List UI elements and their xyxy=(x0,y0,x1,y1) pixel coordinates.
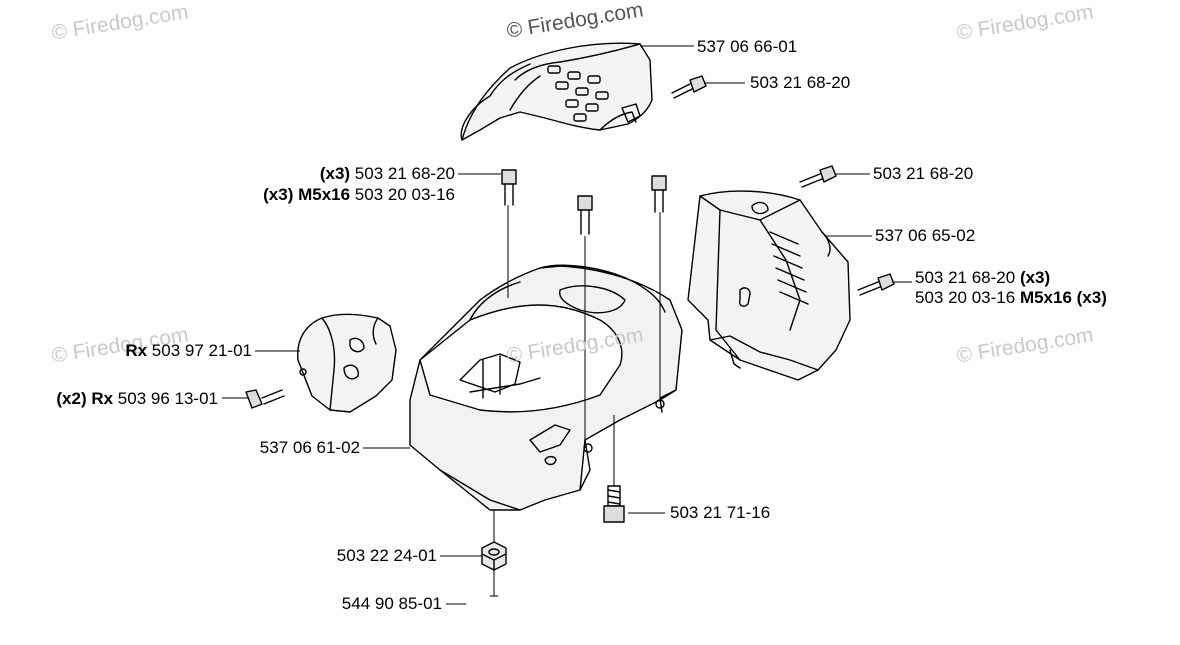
label-right-screws-a-qty: (x3) xyxy=(1019,268,1051,287)
label-right-cover: 537 06 65-02 xyxy=(875,226,976,245)
label-left-cup-prefix: Rx xyxy=(125,341,148,360)
right-cover-part xyxy=(687,190,851,381)
label-right-screws-b-part: 503 20 03-16 xyxy=(915,288,1016,307)
label-bottom-part: 544 90 85-01 xyxy=(341,594,442,613)
label-top-cover: 537 06 66-01 xyxy=(697,37,798,56)
label-bottom-bolt: 503 21 71-16 xyxy=(670,503,771,522)
label-nut: 503 22 24-01 xyxy=(336,546,437,565)
right-screws xyxy=(799,165,895,296)
label-left-screws-a-part: 503 21 68-20 xyxy=(354,164,455,183)
label-left-cup: Rx 503 97 21-01 xyxy=(40,341,252,361)
label-left-screw: (x2) Rx 503 96 13-01 xyxy=(10,389,218,409)
label-main-housing: 537 06 61-02 xyxy=(259,438,360,457)
top-cover-part xyxy=(460,42,653,141)
bottom-bolt-part xyxy=(603,485,625,523)
label-left-screws-b-qty: (x3) M5x16 xyxy=(263,185,351,204)
label-right-screws-b-qty: M5x16 (x3) xyxy=(1019,288,1107,307)
label-left-screws-a-qty: (x3) xyxy=(319,164,351,183)
label-right-screws-a-part: 503 21 68-20 xyxy=(915,268,1016,287)
label-right-screws-a: 503 21 68-20 (x3) xyxy=(915,268,1050,288)
label-right-screws-b: 503 20 03-16 M5x16 (x3) xyxy=(915,288,1107,308)
label-left-screw-part: 503 96 13-01 xyxy=(117,389,218,408)
nut-part xyxy=(481,541,507,571)
label-right-top-screw: 503 21 68-20 xyxy=(873,164,974,183)
top-screw-part xyxy=(671,75,707,99)
label-left-screws-a: (x3) 503 21 68-20 xyxy=(200,164,455,184)
left-cup-part xyxy=(297,313,397,413)
label-top-screw: 503 21 68-20 xyxy=(750,73,851,92)
label-left-cup-part: 503 97 21-01 xyxy=(151,341,252,360)
housing-screws xyxy=(501,169,667,235)
label-left-screws-b: (x3) M5x16 503 20 03-16 xyxy=(200,185,455,205)
left-screw-part xyxy=(245,389,285,409)
main-housing-part xyxy=(409,264,683,511)
leader-lines xyxy=(222,45,912,605)
label-left-screw-prefix: (x2) Rx xyxy=(56,389,114,408)
label-left-screws-b-part: 503 20 03-16 xyxy=(354,185,455,204)
